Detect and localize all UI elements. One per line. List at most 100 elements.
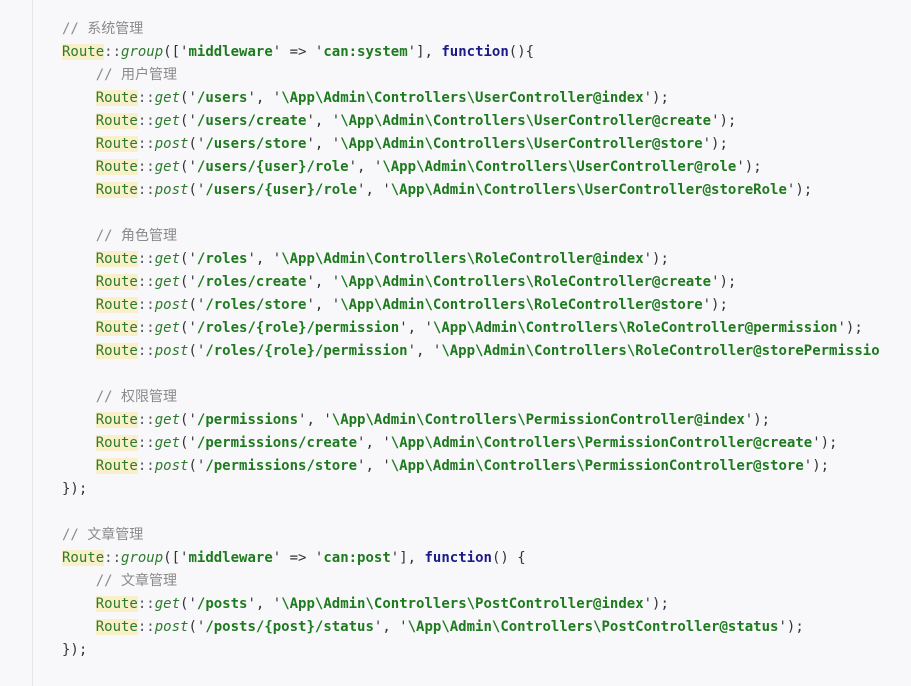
class-name: Route — [95, 320, 138, 336]
punctuation: '); — [702, 297, 728, 313]
code-line — [62, 363, 880, 386]
code-line: // 系统管理 — [62, 18, 880, 41]
code-line: Route::get('/posts', '\App\Admin\Control… — [62, 593, 880, 616]
punctuation: (' — [180, 113, 197, 129]
punctuation: }); — [62, 642, 88, 658]
code-line: // 角色管理 — [62, 225, 880, 248]
operator: :: — [137, 251, 155, 267]
class-name: Route — [95, 297, 138, 313]
string-literal: \App\Admin\Controllers\PostController@st… — [407, 619, 779, 635]
code-comment: // 权限管理 — [95, 389, 178, 405]
class-name: Route — [62, 44, 105, 60]
operator: :: — [104, 550, 122, 566]
punctuation: '); — [744, 412, 771, 428]
code-line: Route::post('/posts/{post}/status', '\Ap… — [62, 616, 880, 639]
code-comment: // 文章管理 — [95, 573, 178, 589]
operator: :: — [137, 343, 155, 359]
indent — [62, 343, 96, 359]
method-name: post — [154, 343, 189, 359]
code-line: }); — [62, 639, 880, 662]
operator: :: — [137, 619, 155, 635]
punctuation: '); — [643, 90, 669, 106]
punctuation: '); — [803, 458, 830, 474]
operator: :: — [137, 412, 155, 428]
punctuation: '], — [390, 550, 425, 566]
indent — [62, 159, 96, 175]
indent — [62, 573, 96, 589]
operator: :: — [137, 458, 155, 474]
method-name: get — [154, 159, 181, 175]
class-name: Route — [62, 550, 105, 566]
class-name: Route — [95, 113, 138, 129]
string-literal: /permissions/create — [196, 435, 358, 451]
string-literal: \App\Admin\Controllers\RoleController@st… — [441, 343, 880, 359]
method-name: get — [154, 113, 181, 129]
string-literal: /roles/{role}/permission — [205, 343, 408, 359]
string-literal: /users/store — [205, 136, 307, 152]
string-literal: middleware — [188, 44, 273, 60]
punctuation: '); — [778, 619, 804, 635]
punctuation: ', ' — [348, 159, 383, 175]
string-literal: can:post — [323, 550, 391, 566]
operator: :: — [137, 435, 155, 451]
punctuation: '); — [736, 159, 762, 175]
punctuation: ', ' — [357, 435, 391, 451]
string-literal: /roles/create — [196, 274, 307, 290]
string-literal: \App\Admin\Controllers\RoleController@cr… — [340, 274, 712, 290]
punctuation: '); — [786, 182, 813, 198]
class-name: Route — [95, 182, 138, 198]
punctuation: (' — [188, 619, 206, 635]
string-literal: can:system — [323, 44, 408, 60]
operator: :: — [137, 136, 155, 152]
string-literal: \App\Admin\Controllers\UserController@in… — [281, 90, 644, 106]
string-literal: \App\Admin\Controllers\UserController@cr… — [340, 113, 712, 129]
indent — [62, 182, 96, 198]
code-line: Route::get('/users/{user}/role', '\App\A… — [62, 156, 880, 179]
code-line: }); — [62, 478, 880, 501]
keyword: function — [441, 44, 509, 60]
punctuation: ', ' — [306, 297, 341, 313]
indent — [62, 458, 96, 474]
code-line: Route::get('/roles/{role}/permission', '… — [62, 317, 880, 340]
code-line: Route::group(['middleware' => 'can:post'… — [62, 547, 880, 570]
method-name: group — [121, 550, 164, 566]
string-literal: /users/{user}/role — [205, 182, 358, 198]
string-literal: /roles/store — [205, 297, 307, 313]
string-literal: /permissions/store — [205, 458, 358, 474]
method-name: post — [154, 458, 189, 474]
punctuation: ', ' — [373, 619, 408, 635]
class-name: Route — [95, 435, 138, 451]
code-line: Route::get('/permissions', '\App\Admin\C… — [62, 409, 880, 432]
class-name: Route — [95, 251, 138, 267]
indent — [62, 389, 96, 405]
string-literal: \App\Admin\Controllers\PostController@in… — [281, 596, 644, 612]
string-literal: middleware — [188, 550, 273, 566]
punctuation: ([' — [163, 44, 189, 60]
punctuation: '); — [837, 320, 863, 336]
punctuation: ', ' — [407, 343, 442, 359]
string-literal: \App\Admin\Controllers\PermissionControl… — [331, 412, 745, 428]
punctuation: (){ — [508, 44, 535, 60]
code-line: // 文章管理 — [62, 524, 880, 547]
indent — [62, 412, 96, 428]
code-line: Route::post('/permissions/store', '\App\… — [62, 455, 880, 478]
operator: :: — [137, 113, 155, 129]
punctuation: ', ' — [306, 113, 341, 129]
code-line: // 文章管理 — [62, 570, 880, 593]
method-name: post — [154, 182, 189, 198]
code-line: // 用户管理 — [62, 64, 880, 87]
class-name: Route — [95, 596, 138, 612]
method-name: get — [154, 320, 181, 336]
punctuation: ' => ' — [272, 44, 324, 60]
method-name: post — [154, 136, 189, 152]
punctuation: '); — [643, 251, 669, 267]
punctuation: (' — [180, 596, 197, 612]
punctuation: '); — [643, 596, 669, 612]
indent — [62, 90, 96, 106]
punctuation: ' => ' — [272, 550, 324, 566]
punctuation: ', ' — [399, 320, 433, 336]
punctuation: (' — [180, 274, 197, 290]
punctuation: (' — [188, 458, 206, 474]
